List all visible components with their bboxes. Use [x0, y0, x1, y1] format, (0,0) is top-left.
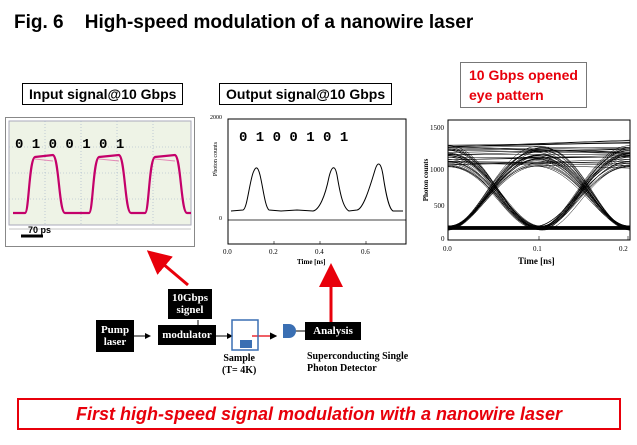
sample-label-line2: (T= 4K) [222, 365, 257, 376]
eye-trace [447, 155, 631, 161]
output-signal-plot: Photon counts [213, 118, 407, 245]
signal-block: 10Gbps signel [168, 289, 212, 319]
output-xtick-1: 0.2 [269, 248, 278, 256]
detector-icon [283, 324, 296, 338]
eye-trace [447, 140, 631, 148]
eye-trace [447, 162, 631, 169]
cryostat-outline [231, 319, 259, 351]
detector-label-line1: Superconducting Single [307, 351, 409, 362]
eye-xtick-0: 0.0 [443, 245, 452, 253]
sample-label: Sample (T= 4K) [222, 353, 256, 377]
conclusion-banner: First high-speed signal modulation with … [17, 398, 621, 430]
eye-trace [447, 153, 631, 227]
eye-pattern-label: 10 Gbps opened eye pattern [460, 62, 587, 108]
analysis-block: Analysis [305, 322, 361, 340]
sample-label-line1: Sample [223, 353, 255, 364]
eye-trace [447, 163, 631, 227]
output-ylabel: Photon counts [213, 141, 219, 176]
output-xtick-0: 0.0 [223, 248, 232, 256]
sample-block [240, 340, 252, 348]
eye-trace [447, 142, 631, 148]
eye-trace [447, 152, 631, 227]
input-signal-panel: 0 1 0 0 1 0 1 70 ps [5, 117, 195, 247]
eye-xtick-2: 0.2 [619, 245, 628, 253]
eye-trace [447, 149, 631, 154]
output-signal-trace [230, 163, 403, 212]
eye-trace [447, 146, 631, 151]
figure-title: Fig. 6 High-speed modulation of a nanowi… [14, 12, 474, 33]
eye-xtick-1: 0.1 [533, 245, 542, 253]
detector-label-line2: Photon Detector [307, 363, 377, 374]
output-ytick-zero: 0 [219, 216, 222, 222]
eye-ytick-1000: 1000 [430, 166, 444, 174]
input-signal-label: Input signal@10 Gbps [22, 83, 184, 105]
eye-trace [447, 164, 631, 231]
eye-trace [447, 150, 631, 228]
output-signal-panel: Photon counts 0 1 0 0 1 0 1 2000 0 0.0 0… [207, 115, 407, 275]
eye-trace [447, 165, 631, 230]
eye-pattern-plot: Photon counts [422, 119, 631, 241]
scope-grid [9, 121, 191, 225]
eye-pattern-label-line1: 10 Gbps opened [469, 67, 578, 83]
eye-ytick-0: 0 [441, 235, 445, 243]
output-bit-sequence: 0 1 0 0 1 0 1 [239, 130, 349, 146]
detector-label: Superconducting Single Photon Detector [307, 351, 408, 375]
input-arrow [146, 250, 189, 287]
modulator-block: modulator [158, 325, 216, 345]
eye-pattern-label-line2: eye pattern [469, 87, 544, 103]
eye-ylabel: Photon counts [422, 158, 430, 201]
pump-laser-block: Pump laser [96, 320, 134, 352]
output-signal-label: Output signal@10 Gbps [219, 83, 393, 105]
eye-pattern-panel: Photon counts 1500 1000 500 0 0.0 0.1 0.… [418, 116, 633, 276]
output-ytick-top: 2000 [210, 115, 222, 121]
input-bit-sequence: 0 1 0 0 1 0 1 [15, 137, 125, 153]
input-oscilloscope-plot [5, 117, 195, 247]
output-xlabel: Time [ns] [297, 258, 326, 266]
eye-ytick-1500: 1500 [430, 124, 444, 132]
eye-traces [447, 139, 631, 231]
eye-ytick-500: 500 [434, 202, 445, 210]
input-signal-trace [13, 153, 191, 215]
eye-xlabel: Time [ns] [518, 256, 555, 266]
eye-trace [447, 148, 631, 153]
output-xtick-3: 0.6 [361, 248, 370, 256]
scale-bar-label: 70 ps [28, 225, 52, 235]
eye-trace [447, 147, 631, 154]
output-xtick-2: 0.4 [315, 248, 324, 256]
eye-trace [447, 148, 631, 231]
eye-trace [447, 147, 631, 230]
